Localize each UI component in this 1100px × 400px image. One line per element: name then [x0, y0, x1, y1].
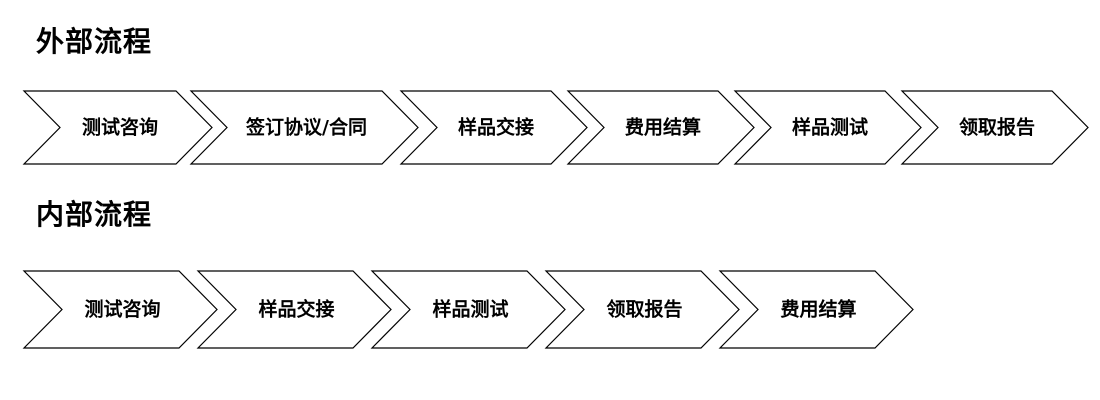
chevron-arrow-shape: [733, 90, 922, 165]
external-step-6: 领取报告: [900, 90, 1089, 165]
chevron-arrow-shape: [370, 270, 566, 349]
chevron-arrow-shape: [196, 270, 392, 349]
step-label: 样品测试: [792, 116, 868, 139]
step-label: 费用结算: [625, 116, 701, 139]
step-label: 样品测试: [432, 298, 508, 321]
step-label: 测试咨询: [84, 298, 160, 321]
internal-flow-row: 测试咨询 样品交接 样品测试 领取报告 费用结算: [22, 270, 914, 349]
step-label: 费用结算: [780, 298, 856, 321]
step-label: 样品交接: [258, 298, 334, 321]
chevron-arrow-shape: [399, 90, 588, 165]
step-label: 样品交接: [458, 116, 534, 139]
external-flow-row: 测试咨询 签订协议/合同 样品交接 费用结算 样品测试 领取报告: [22, 90, 1089, 165]
step-label: 领取报告: [959, 116, 1035, 139]
step-label: 测试咨询: [82, 116, 158, 139]
internal-step-2: 样品交接: [196, 270, 392, 349]
internal-step-1: 测试咨询: [22, 270, 218, 349]
external-step-2: 签订协议/合同: [189, 90, 419, 165]
external-step-1: 测试咨询: [22, 90, 213, 165]
internal-flow-title: 内部流程: [36, 198, 153, 231]
chevron-arrow-shape: [544, 270, 740, 349]
chevron-arrow-shape: [189, 90, 419, 165]
external-flow-title: 外部流程: [36, 25, 153, 58]
external-step-3: 样品交接: [399, 90, 588, 165]
chevron-arrow-shape: [22, 90, 213, 165]
internal-step-5: 费用结算: [718, 270, 914, 349]
chevron-arrow-shape: [718, 270, 914, 349]
external-step-5: 样品测试: [733, 90, 922, 165]
chevron-arrow-shape: [566, 90, 755, 165]
step-label: 签订协议/合同: [245, 116, 367, 139]
chevron-arrow-shape: [900, 90, 1089, 165]
step-label: 领取报告: [606, 298, 682, 321]
internal-step-4: 领取报告: [544, 270, 740, 349]
external-step-4: 费用结算: [566, 90, 755, 165]
chevron-arrow-shape: [22, 270, 218, 349]
internal-step-3: 样品测试: [370, 270, 566, 349]
